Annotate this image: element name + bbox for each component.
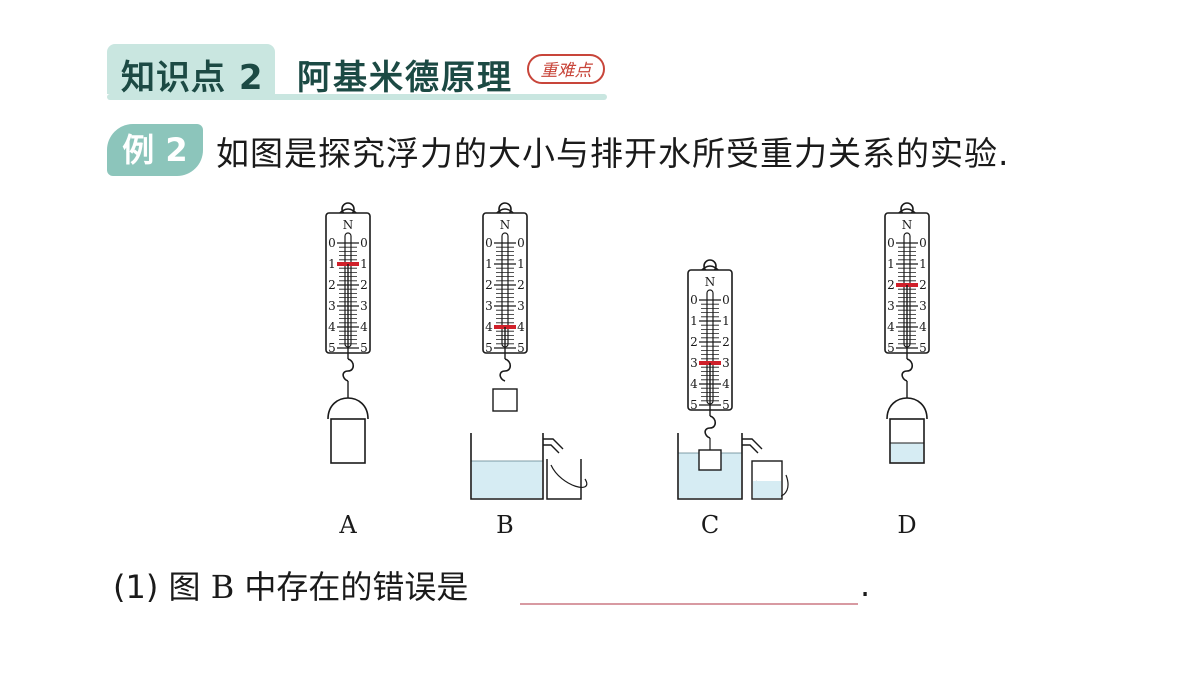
scale-hook	[704, 415, 717, 439]
scale-tick-label-left: 3	[485, 299, 493, 313]
scale-tick-label-left: 1	[690, 314, 698, 328]
scale-tick-label-left: 2	[887, 278, 895, 292]
example-badge: 例 2	[107, 124, 203, 176]
scale-tick-label-right: 5	[360, 341, 368, 355]
overflow-cup	[470, 433, 544, 500]
scale-tick-label-left: 2	[485, 278, 493, 292]
scale-tick-label-left: 2	[328, 278, 336, 292]
beaker-handle	[550, 464, 588, 488]
scale-tick-label-right: 1	[517, 257, 525, 271]
panel-label-b: B	[496, 511, 514, 539]
scale-tick-label-right: 3	[722, 356, 730, 370]
small-beaker	[751, 460, 783, 500]
panel-label-d: D	[897, 511, 916, 539]
scale-tick-label-left: 0	[690, 293, 698, 307]
knowledge-point-header: 知识点 2 阿基米德原理 重难点	[107, 44, 607, 104]
example-question: 如图是探究浮力的大小与排开水所受重力关系的实验.	[216, 134, 1010, 173]
scale-tick-label-right: 1	[722, 314, 730, 328]
question-1-suffix: 中存在的错误是	[244, 568, 469, 606]
scale-tick-label-right: 5	[517, 341, 525, 355]
panel-a: N0 0 1 1 2 2 3 3 4 4 5 5A	[325, 202, 371, 539]
scale-hook	[901, 358, 914, 382]
panel-label-a: A	[338, 511, 357, 539]
scale-tick-label-right: 2	[722, 335, 730, 349]
object-block	[492, 388, 518, 412]
scale-tick-label-left: 5	[690, 398, 698, 412]
scale-tick-label-right: 0	[722, 293, 730, 307]
scale-hook	[499, 358, 512, 382]
scale-tick-label-left: 3	[887, 299, 895, 313]
scale-tick-label-right: 0	[919, 236, 927, 250]
knowledge-point-label: 知识点 2	[121, 58, 264, 98]
scale-unit-label: N	[705, 275, 716, 289]
key-difficulty-stamp: 重难点	[527, 54, 605, 84]
question-1-letter: B	[210, 568, 235, 606]
beaker-water	[753, 481, 781, 498]
scale-tick-label-left: 0	[887, 236, 895, 250]
overflow-spout	[543, 438, 564, 454]
panel-c: N0 0 1 1 2 2 3 3 4 4 5 5C	[677, 259, 789, 539]
question-1-period: .	[860, 566, 871, 604]
scale-tick-label-right: 1	[919, 257, 927, 271]
bucket-water	[891, 443, 923, 462]
bucket-handle	[327, 397, 369, 420]
scale-tick-label-right: 2	[919, 278, 927, 292]
scale-tick-label-right: 0	[360, 236, 368, 250]
scale-tick-label-right: 4	[919, 320, 927, 334]
scale-tick-label-left: 5	[485, 341, 493, 355]
scale-unit-label: N	[500, 218, 511, 232]
scale-tick-label-right: 0	[517, 236, 525, 250]
scale-tick-label-left: 5	[328, 341, 336, 355]
scale-tick-label-right: 2	[360, 278, 368, 292]
bucket-handle	[886, 397, 928, 420]
scale-tick-label-right: 1	[360, 257, 368, 271]
scale-tick-label-right: 3	[517, 299, 525, 313]
panel-label-c: C	[701, 511, 719, 539]
header-underline	[107, 94, 607, 100]
scale-tick-label-right: 4	[722, 377, 730, 391]
question-1-prefix: (1) 图	[113, 568, 201, 606]
scale-tick-label-left: 4	[328, 320, 336, 334]
scale-tick-label-left: 4	[887, 320, 895, 334]
scale-tick-label-left: 1	[328, 257, 336, 271]
question-1: (1) 图 B 中存在的错误是	[113, 562, 468, 608]
knowledge-point-title: 阿基米德原理	[297, 58, 513, 98]
scale-tick-label-right: 5	[919, 341, 927, 355]
scale-tick-label-right: 4	[517, 320, 525, 334]
header-tab-background	[107, 44, 275, 94]
scale-tick-label-left: 5	[887, 341, 895, 355]
bucket-body	[330, 418, 366, 464]
panel-d: N0 0 1 1 2 2 3 3 4 4 5 5D	[884, 202, 930, 539]
scale-unit-label: N	[902, 218, 913, 232]
scale-tick-label-left: 1	[887, 257, 895, 271]
scale-tick-label-left: 3	[328, 299, 336, 313]
scale-tick-label-right: 2	[517, 278, 525, 292]
small-beaker	[546, 459, 582, 500]
scale-tick-label-left: 3	[690, 356, 698, 370]
overflow-spout	[742, 438, 763, 454]
scale-tick-label-left: 4	[485, 320, 493, 334]
scale-tick-label-right: 3	[919, 299, 927, 313]
scale-tick-label-left: 2	[690, 335, 698, 349]
overflow-cup	[677, 433, 743, 500]
scale-unit-label: N	[343, 218, 354, 232]
scale-tick-label-left: 4	[690, 377, 698, 391]
scale-tick-label-right: 5	[722, 398, 730, 412]
scale-hook	[342, 358, 355, 382]
scale-tick-label-right: 4	[360, 320, 368, 334]
scale-tick-label-right: 3	[360, 299, 368, 313]
scale-tick-label-left: 0	[328, 236, 336, 250]
scale-tick-label-left: 1	[485, 257, 493, 271]
answer-blank[interactable]	[520, 603, 858, 605]
overflow-cup-water	[472, 461, 542, 498]
object-block-submerged	[698, 449, 722, 471]
scale-tick-label-left: 0	[485, 236, 493, 250]
panel-b: N0 0 1 1 2 2 3 3 4 4 5 5B	[470, 202, 588, 539]
